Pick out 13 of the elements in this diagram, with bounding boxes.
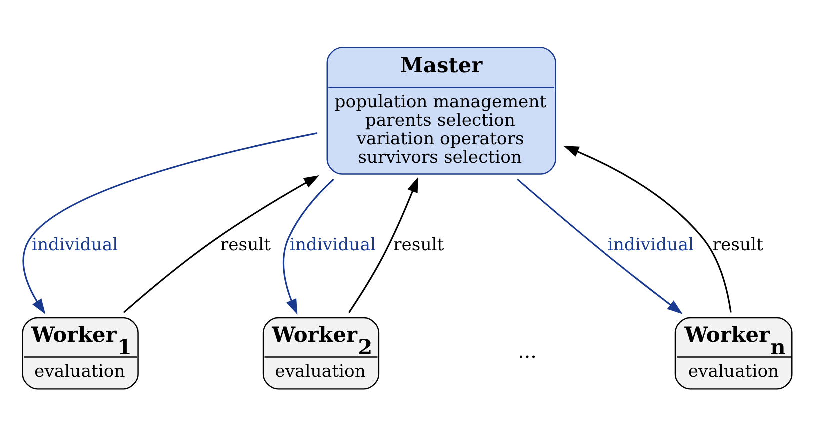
arrow (282, 178, 334, 314)
edge-label: individual (32, 235, 118, 256)
arrow (517, 178, 683, 314)
edge-label: individual (290, 235, 376, 256)
edge-label: result (220, 235, 272, 256)
arrow (22, 132, 318, 314)
edge-label: individual (608, 235, 694, 256)
arrow (564, 146, 732, 312)
arrow (348, 176, 418, 313)
edge-label: result (712, 235, 764, 256)
arrow (123, 174, 320, 313)
label: ... (518, 340, 537, 363)
edge-label: result (394, 235, 444, 256)
